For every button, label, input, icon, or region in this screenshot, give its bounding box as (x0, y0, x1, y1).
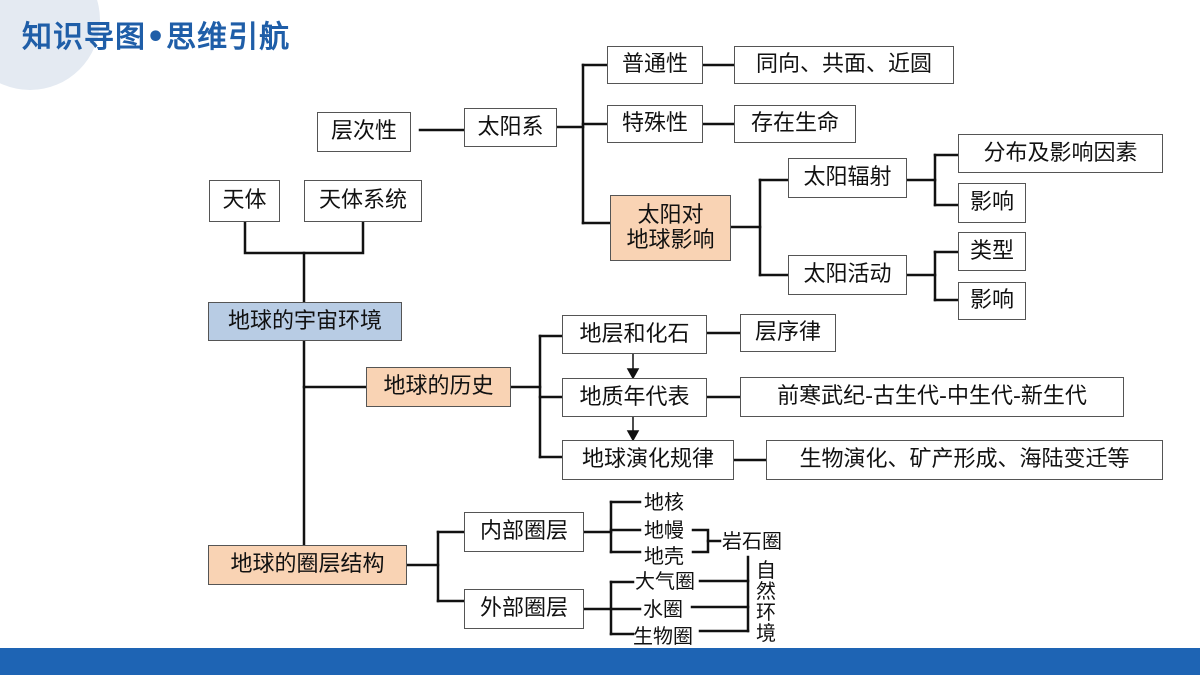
bottom-bar (0, 648, 1200, 675)
label-daqiquan: 大气圈 (635, 569, 695, 593)
node-teshuxing: 特殊性 (607, 105, 703, 143)
node-taiyanghuodong: 太阳活动 (788, 255, 907, 295)
label-diman: 地幔 (644, 518, 684, 542)
node-tianti: 天体 (209, 180, 280, 222)
node-leixing: 类型 (958, 232, 1026, 271)
node-cengcixing: 层次性 (317, 112, 411, 152)
node-taiyangxi: 太阳系 (464, 108, 557, 147)
node-putongxing: 普通性 (607, 46, 703, 84)
label-shengwuquan: 生物圈 (633, 624, 693, 648)
node-qianhanwuji: 前寒武纪-古生代-中生代-新生代 (740, 377, 1124, 417)
node-cengxulv: 层序律 (740, 314, 836, 352)
node-yingxiang-2: 影响 (958, 282, 1026, 320)
node-yanhuaguilv: 地球演化规律 (562, 440, 734, 480)
node-yingxiang-1: 影响 (958, 183, 1026, 223)
node-dicenghuashi: 地层和化石 (562, 315, 707, 354)
node-diqiuyuzhou: 地球的宇宙环境 (208, 302, 402, 341)
node-quancengjiegou: 地球的圈层结构 (208, 545, 407, 585)
node-taiyangfushe: 太阳辐射 (788, 158, 907, 198)
node-shengwu: 生物演化、矿产形成、海陆变迁等 (766, 440, 1163, 480)
node-tongxiang: 同向、共面、近圆 (734, 46, 954, 84)
label-shuiquan: 水圈 (643, 597, 683, 621)
label-yanshiquan: 岩石圈 (722, 529, 782, 553)
node-fenbu: 分布及影响因素 (958, 134, 1163, 173)
node-waibu: 外部圈层 (464, 589, 584, 629)
label-ziranhuanjing: 自然环境 (756, 558, 776, 645)
node-cunzaishengming: 存在生命 (734, 105, 856, 143)
node-neibu: 内部圈层 (464, 512, 584, 552)
label-diqiao: 地壳 (644, 544, 684, 568)
node-taiyangdui: 太阳对地球影响 (610, 195, 731, 261)
slide-title: 知识导图•思维引航 (22, 20, 291, 55)
node-diqiulishi: 地球的历史 (366, 367, 511, 407)
node-tiantixitong: 天体系统 (304, 180, 422, 222)
label-dihe: 地核 (644, 490, 684, 514)
node-dizhinian: 地质年代表 (562, 378, 707, 417)
